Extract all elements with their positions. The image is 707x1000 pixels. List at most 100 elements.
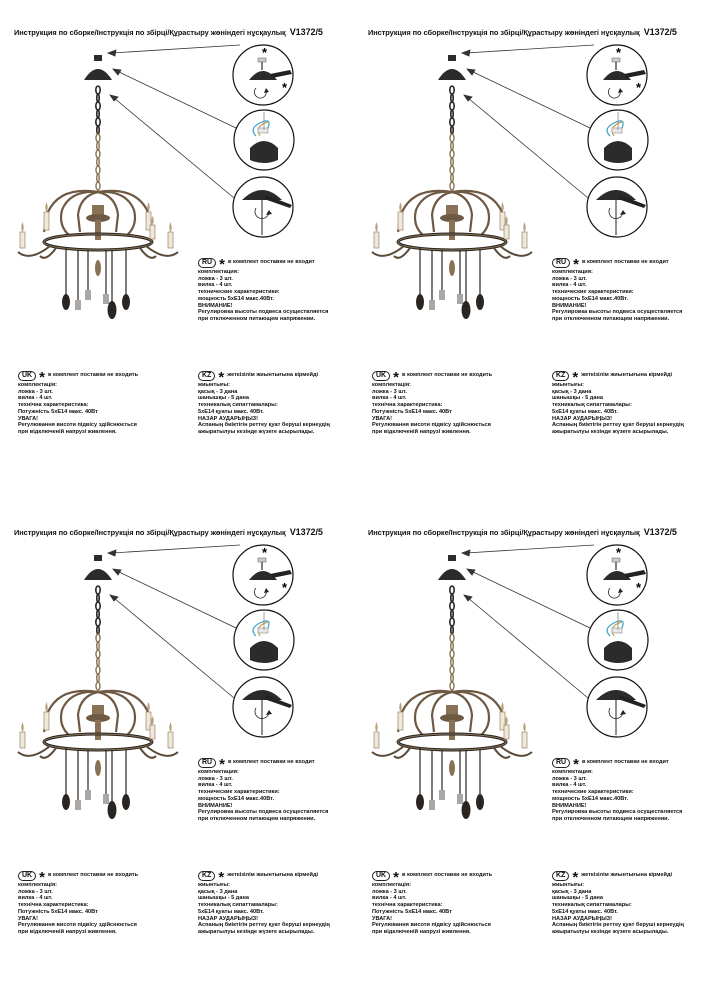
detail-circle-wiring <box>587 109 649 171</box>
spec-line: при відключеній напрузі живлення. <box>18 928 117 935</box>
spec-line: мощность 5хЕ14 макс.40Вт. <box>198 295 275 302</box>
spec-line: вилка - 4 шт. <box>18 395 53 402</box>
cutlery-pendants <box>416 748 484 819</box>
spec-line: комплектация: <box>552 269 593 275</box>
spec-line: 5хЕ14 қуаты макс. 40Вт. <box>552 408 618 415</box>
spec-line: при отключенном питающем напряжении. <box>198 815 316 822</box>
star-icon: * <box>393 368 399 386</box>
spec-line: НАЗАР АУДАРЫҢЫЗ! <box>198 915 259 922</box>
detail-circle-canopy: * * <box>232 44 294 106</box>
spec-line: НАЗАР АУДАРЫҢЫЗ! <box>198 415 259 422</box>
callout-arrows <box>460 544 595 699</box>
lang-badge-uk: UK <box>372 370 391 381</box>
not-included-note: в комплект поставки не входит <box>227 259 315 266</box>
not-included-note: жеткізілім жиынтығына кірмейді <box>227 872 319 879</box>
lang-badge-ru: RU <box>552 757 571 768</box>
callout-arrows <box>106 544 241 699</box>
spec-line: технические характеристики: <box>552 289 634 296</box>
spec-block-ru: RU * в комплект поставки не входит компл… <box>552 257 682 323</box>
spec-line: технические характеристики: <box>552 789 634 796</box>
chandelier <box>17 55 179 319</box>
spec-block-ru: RU * в комплект поставки не входит компл… <box>552 757 682 823</box>
lang-badge-kz: KZ <box>552 370 570 381</box>
spec-line: технические характеристики: <box>198 789 280 796</box>
spec-line: при отключенном питающем напряжении. <box>198 315 316 322</box>
lang-badge-uk: UK <box>372 870 391 881</box>
lang-badge-ru: RU <box>552 257 571 268</box>
chandelier <box>371 555 533 819</box>
spec-line: қасық - 3 дана <box>198 888 238 895</box>
spec-line: ажыратылуы кезінде жүзеге асырылады. <box>552 428 669 435</box>
title-text: Инструкция по сборке/Інструкція по збірц… <box>368 28 640 37</box>
spec-line: Регулювання висоти підвісу здійснюється <box>18 422 137 429</box>
star-mark-2: * <box>636 580 642 595</box>
spec-line: ВНИМАНИЕ! <box>552 302 587 309</box>
callout-arrows <box>460 44 595 199</box>
instruction-panel: Инструкция по сборке/Інструкція по збірц… <box>354 0 707 500</box>
detail-circle-wiring <box>233 109 295 171</box>
not-included-note: в комплект поставки не входить <box>47 372 139 379</box>
spec-line: ажыратылуы кезінде жүзеге асырылады. <box>198 928 315 935</box>
title-text: Инструкция по сборке/Інструкція по збірц… <box>368 528 640 537</box>
spec-line: ложка - 3 шт. <box>552 775 587 782</box>
detail-circle-canopy: * * <box>586 44 648 106</box>
instruction-panel: Инструкция по сборке/Інструкція по збірц… <box>0 0 353 500</box>
lang-badge-ru: RU <box>198 757 217 768</box>
spec-line: Регулювання висоти підвісу здійснюється <box>18 922 137 929</box>
instruction-title: Инструкция по сборке/Інструкція по збірц… <box>14 27 323 37</box>
spec-block-kz: KZ * жеткізілім жиынтығына кірмейді жиын… <box>552 870 684 936</box>
instruction-panel: Инструкция по сборке/Інструкція по збірц… <box>354 500 707 1000</box>
model-code: V1372/5 <box>643 27 677 37</box>
spec-line: технічна характеристика: <box>18 402 89 409</box>
spec-line: Регулювання висоти підвісу здійснюється <box>372 422 491 429</box>
spec-line: Аспаның биіктігін реттеу қуат беруші кер… <box>198 422 330 429</box>
spec-line: техникалық сипаттамалары: <box>198 402 278 409</box>
spec-line: вилка - 4 шт. <box>198 282 233 289</box>
detail-circle-wiring <box>233 609 295 671</box>
not-included-note: в комплект поставки не входит <box>581 259 669 266</box>
spec-block-uk: UK * в комплект поставки не входить комп… <box>18 870 138 936</box>
not-included-note: в комплект поставки не входить <box>47 872 139 879</box>
spec-line: УВАГА! <box>372 415 393 422</box>
spec-line: Аспаның биіктігін реттеу қуат беруші кер… <box>198 922 330 929</box>
star-mark-1: * <box>262 45 268 60</box>
title-text: Инструкция по сборке/Інструкція по збірц… <box>14 528 286 537</box>
spec-block-kz: KZ * жеткізілім жиынтығына кірмейді жиын… <box>552 370 684 436</box>
chandelier-illustration: * * <box>17 44 295 319</box>
spec-line: технічна характеристика: <box>372 402 443 409</box>
not-included-note: жеткізілім жиынтығына кірмейді <box>227 372 319 379</box>
detail-circle-height <box>232 676 294 738</box>
spec-line: шанышқы - 5 дана <box>552 395 603 402</box>
spec-line: вилка - 4 шт. <box>552 282 587 289</box>
spec-line: ВНИМАНИЕ! <box>198 302 233 309</box>
star-mark-2: * <box>282 80 288 95</box>
spec-line: при отключенном питающем напряжении. <box>552 815 670 822</box>
spec-line: Потужність 5хЕ14 макс. 40Вт <box>372 908 452 915</box>
model-code: V1372/5 <box>289 527 323 537</box>
spec-line: қасық - 3 дана <box>552 388 592 395</box>
lang-badge-kz: KZ <box>552 870 570 881</box>
star-icon: * <box>573 255 579 273</box>
chandelier-illustration: * * <box>371 544 649 819</box>
spec-line: Регулировка высоты подвеса осуществляетс… <box>552 309 683 316</box>
not-included-note: в комплект поставки не входить <box>401 872 493 879</box>
spec-line: комплектация: <box>552 769 593 775</box>
spec-line: техникалық сипаттамалары: <box>198 902 278 909</box>
spec-line: техникалық сипаттамалары: <box>552 902 632 909</box>
star-mark-2: * <box>636 80 642 95</box>
chandelier-illustration: * * <box>17 544 295 819</box>
spec-line: қасық - 3 дана <box>198 388 238 395</box>
spec-line: қасық - 3 дана <box>552 888 592 895</box>
lang-badge-kz: KZ <box>198 870 216 881</box>
star-icon: * <box>219 755 225 773</box>
spec-block-uk: UK * в комплект поставки не входить комп… <box>372 870 492 936</box>
star-icon: * <box>573 755 579 773</box>
spec-line: шанышқы - 5 дана <box>198 395 249 402</box>
spec-line: техникалық сипаттамалары: <box>552 402 632 409</box>
spec-line: технічна характеристика: <box>18 902 89 909</box>
spec-line: вилка - 4 шт. <box>372 895 407 902</box>
spec-line: ложка - 3 шт. <box>372 888 407 895</box>
star-icon: * <box>219 255 225 273</box>
spec-line: комплектація: <box>372 882 411 888</box>
spec-line: мощность 5хЕ14 макс.40Вт. <box>552 795 629 802</box>
